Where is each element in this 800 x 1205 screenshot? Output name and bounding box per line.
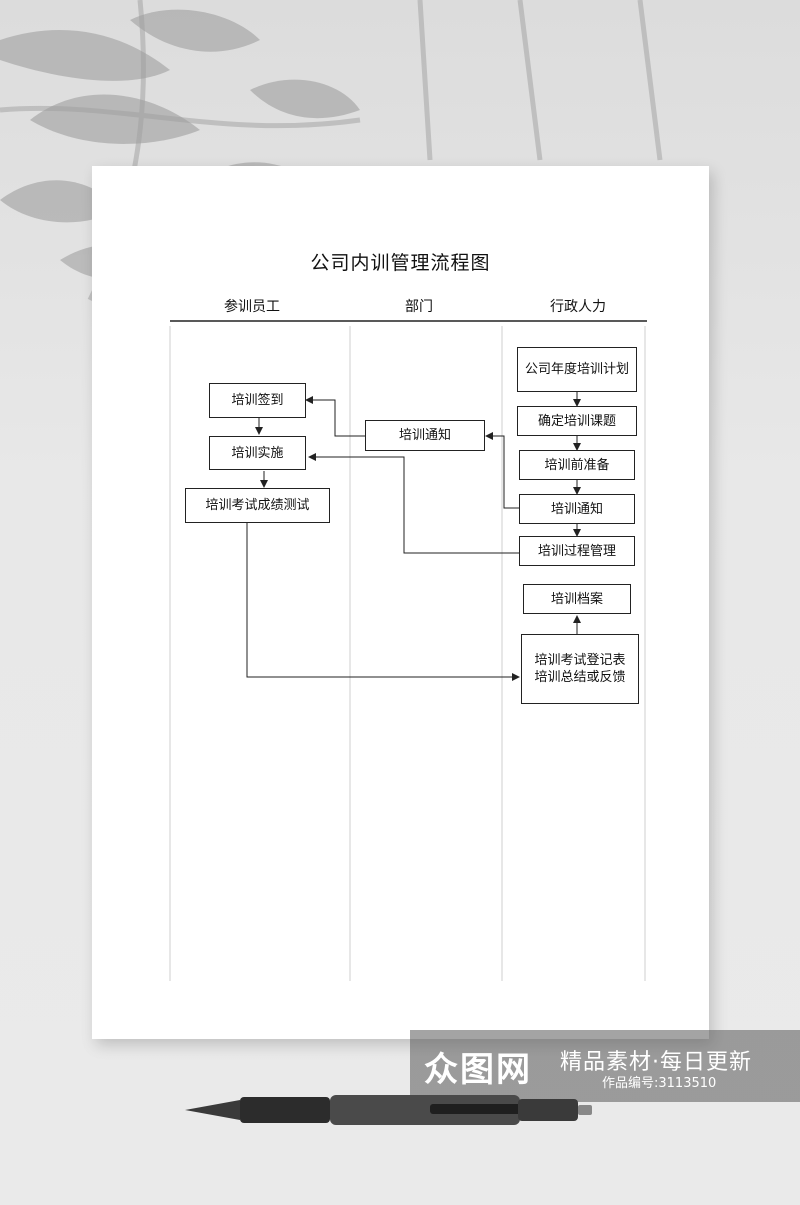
box-exam-test: 培训考试成绩测试: [185, 488, 330, 523]
pen-illustration: [185, 1095, 592, 1125]
watermark-slogan: 精品素材·每日更新: [560, 1050, 752, 1075]
box-process-management: 培训过程管理: [519, 536, 635, 566]
lane-header-employee: 参训员工: [224, 299, 280, 315]
box-hr-notice: 培训通知: [519, 494, 635, 524]
box-signin: 培训签到: [209, 383, 306, 418]
arrow-dept-to-signin: [305, 396, 365, 437]
arrow-hr-notice-to-dept: [485, 432, 519, 509]
page-title: 公司内训管理流程图: [310, 252, 491, 274]
lane-header-department: 部门: [405, 299, 433, 315]
arrow-process-to-implement: [308, 453, 519, 554]
box-implement: 培训实施: [209, 436, 306, 470]
arrow-exam-to-record: [246, 523, 520, 681]
box-dept-notice: 培训通知: [365, 420, 485, 451]
box-exam-record: 培训考试登记表 培训总结或反馈: [521, 634, 639, 704]
box-preparation: 培训前准备: [519, 450, 635, 480]
watermark-work-id: 作品编号:3113510: [602, 1076, 717, 1091]
box-training-archive: 培训档案: [523, 584, 631, 614]
box-annual-plan: 公司年度培训计划: [517, 347, 637, 392]
watermark-banner: 众图网 精品素材·每日更新 作品编号:3113510: [410, 1030, 800, 1102]
watermark-logo: 众图网: [424, 1051, 532, 1089]
document-page: 公司内训管理流程图 参训员工 部门 行政人力: [92, 166, 709, 1039]
box-confirm-topic: 确定培训课题: [517, 406, 637, 436]
lane-header-hr: 行政人力: [550, 299, 606, 315]
flowchart-lines: [169, 320, 647, 981]
